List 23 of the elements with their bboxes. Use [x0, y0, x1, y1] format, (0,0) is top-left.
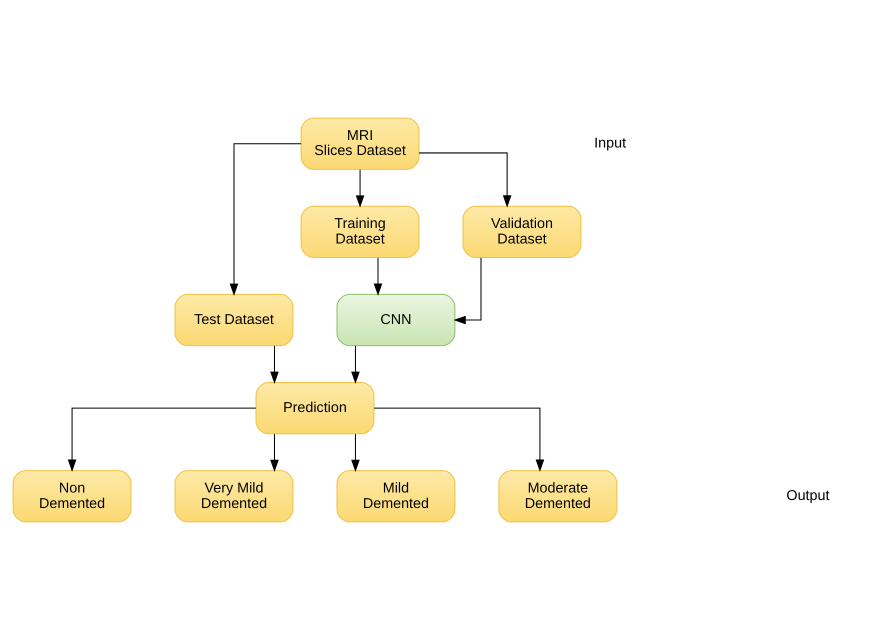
- arrow: [230, 142, 302, 296]
- arrow: [419, 152, 512, 208]
- arrow: [68, 407, 256, 472]
- arrow: [270, 345, 279, 384]
- node-box: MRI Slices Dataset: [300, 117, 420, 170]
- node-box: Non Demented: [12, 470, 132, 522]
- arrow: [356, 169, 364, 208]
- arrow: [351, 345, 360, 384]
- node-box: Test Dataset: [174, 293, 294, 346]
- node-box: Very Mild Demented: [174, 470, 294, 522]
- label: Input: [594, 135, 626, 152]
- node-box: Validation Dataset: [462, 205, 582, 258]
- node-box: Training Dataset: [300, 205, 420, 258]
- arrow: [453, 257, 482, 324]
- node-box: Moderate Demented: [498, 470, 618, 522]
- arrow: [270, 434, 279, 472]
- node-box: CNN: [336, 293, 456, 346]
- arrow: [374, 257, 382, 296]
- label: Output: [786, 488, 830, 504]
- arrow: [374, 407, 544, 472]
- node-box: Mild Demented: [336, 470, 456, 522]
- arrow: [351, 434, 360, 472]
- node-box: Prediction: [256, 382, 374, 434]
